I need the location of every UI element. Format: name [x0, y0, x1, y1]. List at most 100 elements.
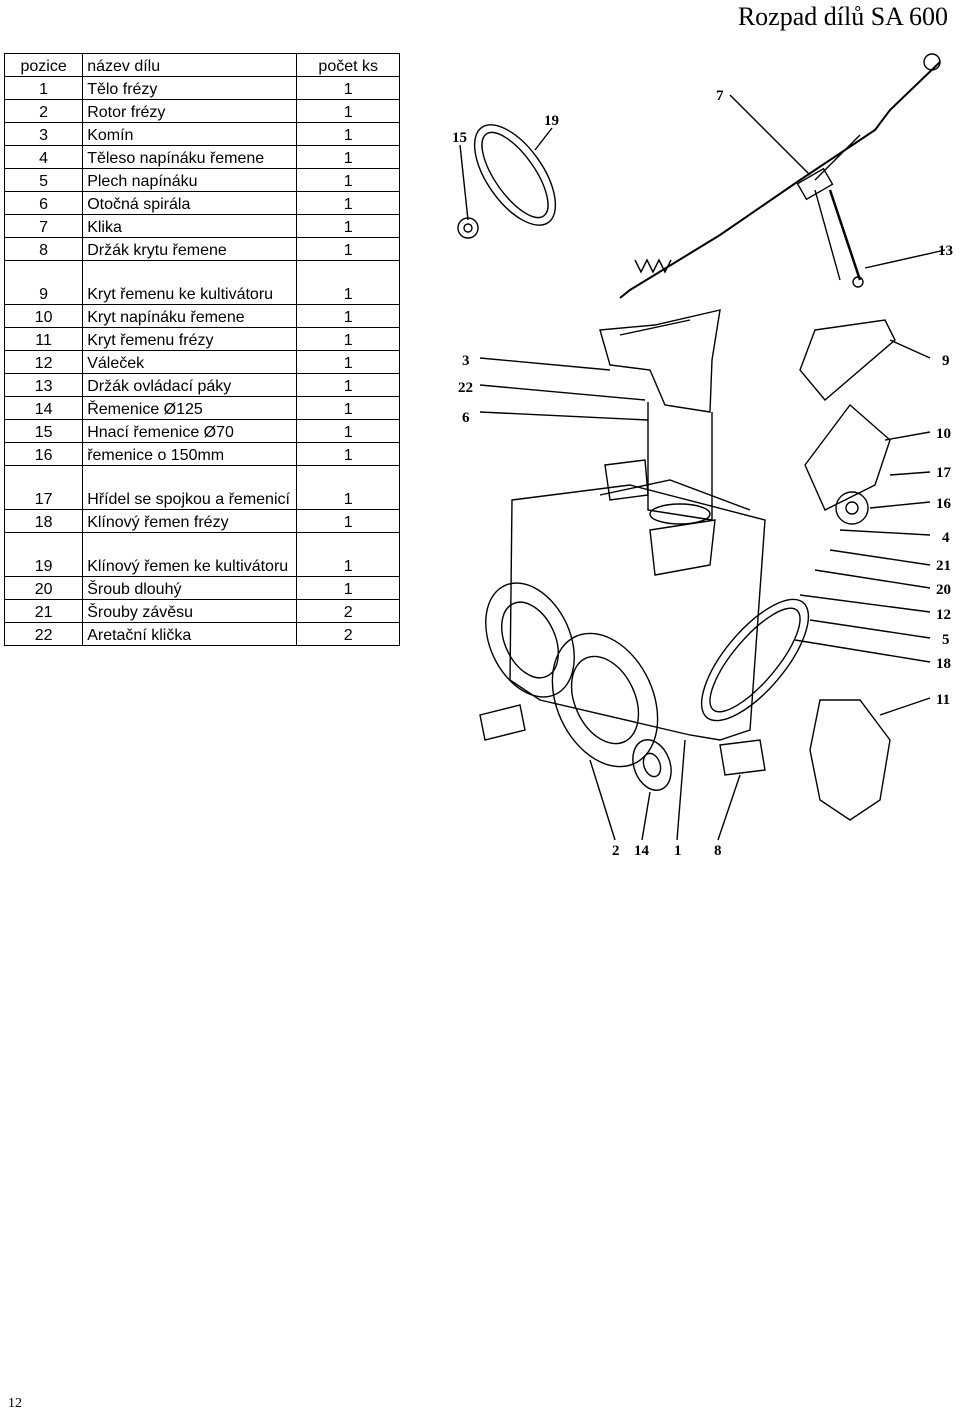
header-quantity: počet ks: [296, 53, 400, 77]
diagram-label: 8: [714, 843, 722, 859]
cell-quantity: 1: [296, 145, 400, 169]
diagram-label: 12: [936, 607, 951, 623]
cell-position: 13: [3, 373, 84, 397]
cell-part-name: Klika: [82, 214, 298, 238]
cell-part-name: Hnací řemenice Ø70: [82, 419, 298, 443]
diagram-label: 7: [716, 88, 724, 104]
cell-part-name: Kryt napínáku řemene: [82, 304, 298, 328]
diagram-label: 15: [452, 130, 467, 146]
cell-position: 9: [3, 260, 84, 305]
cell-part-name: Těleso napínáku řemene: [82, 145, 298, 169]
cell-quantity: 1: [296, 576, 400, 600]
cell-quantity: 2: [296, 622, 400, 646]
cell-position: 3: [3, 122, 84, 146]
cell-position: 15: [3, 419, 84, 443]
cell-quantity: 2: [296, 599, 400, 623]
cell-position: 10: [3, 304, 84, 328]
cell-quantity: 1: [296, 327, 400, 351]
cell-part-name: Hřídel se spojkou a řemenicí: [82, 465, 298, 510]
diagram-label: 11: [936, 692, 950, 708]
cell-quantity: 1: [296, 509, 400, 533]
cell-position: 20: [3, 576, 84, 600]
cell-part-name: Otočná spirála: [82, 191, 298, 215]
exploded-parts-diagram: 15 19 7 13 3 22 6 9 10 17 16 4 21 20 12 …: [452, 53, 953, 859]
cell-part-name: Šrouby závěsu: [82, 599, 298, 623]
cell-position: 4: [3, 145, 84, 169]
cell-position: 22: [3, 622, 84, 646]
cell-quantity: 1: [296, 465, 400, 510]
cell-part-name: Plech napínáku: [82, 168, 298, 192]
cell-position: 7: [3, 214, 84, 238]
diagram-label: 3: [462, 353, 470, 369]
cell-quantity: 1: [296, 122, 400, 146]
page-number: 12: [8, 1396, 22, 1411]
cell-quantity: 1: [296, 532, 400, 577]
cell-quantity: 1: [296, 191, 400, 215]
cell-part-name: Tělo frézy: [82, 76, 298, 100]
diagram-label: 14: [634, 843, 650, 859]
cell-quantity: 1: [296, 396, 400, 420]
cell-part-name: Kryt řemenu ke kultivátoru: [82, 260, 298, 305]
cell-part-name: Aretační klička: [82, 622, 298, 646]
cell-position: 12: [3, 350, 84, 374]
cell-quantity: 1: [296, 168, 400, 192]
cell-position: 5: [3, 168, 84, 192]
cell-quantity: 1: [296, 419, 400, 443]
diagram-label: 13: [938, 243, 953, 259]
cell-part-name: Řemenice Ø125: [82, 396, 298, 420]
cell-quantity: 1: [296, 442, 400, 466]
diagram-label: 20: [936, 582, 951, 598]
header-part-name: název dílu: [82, 53, 298, 77]
diagram-label: 2: [612, 843, 620, 859]
cell-position: 17: [3, 465, 84, 510]
diagram-label: 9: [942, 353, 950, 369]
cell-quantity: 1: [296, 350, 400, 374]
cell-position: 14: [3, 396, 84, 420]
cell-part-name: Klínový řemen ke kultivátoru: [82, 532, 298, 577]
page-title: Rozpad dílů SA 600: [737, 2, 948, 31]
cell-position: 16: [3, 442, 84, 466]
cell-part-name: Držák ovládací páky: [82, 373, 298, 397]
cell-quantity: 1: [296, 76, 400, 100]
cell-quantity: 1: [296, 373, 400, 397]
diagram-label: 5: [942, 632, 950, 648]
cell-position: 19: [3, 532, 84, 577]
cell-part-name: Komín: [82, 122, 298, 146]
diagram-label: 21: [936, 558, 951, 574]
cell-part-name: Šroub dlouhý: [82, 576, 298, 600]
diagram-label: 22: [458, 380, 473, 396]
cell-position: 1: [3, 76, 84, 100]
cell-position: 6: [3, 191, 84, 215]
diagram-label: 6: [462, 410, 470, 426]
diagram-label: 1: [674, 843, 682, 859]
cell-part-name: Držák krytu řemene: [82, 237, 298, 261]
cell-part-name: řemenice o 150mm: [82, 442, 298, 466]
diagram-label: 18: [936, 656, 951, 672]
header-position: pozice: [3, 53, 84, 77]
diagram-label: 10: [936, 426, 951, 442]
cell-quantity: 1: [296, 99, 400, 123]
cell-position: 8: [3, 237, 84, 261]
cell-part-name: Kryt řemenu frézy: [82, 327, 298, 351]
cell-quantity: 1: [296, 214, 400, 238]
cell-position: 18: [3, 509, 84, 533]
cell-part-name: Váleček: [82, 350, 298, 374]
